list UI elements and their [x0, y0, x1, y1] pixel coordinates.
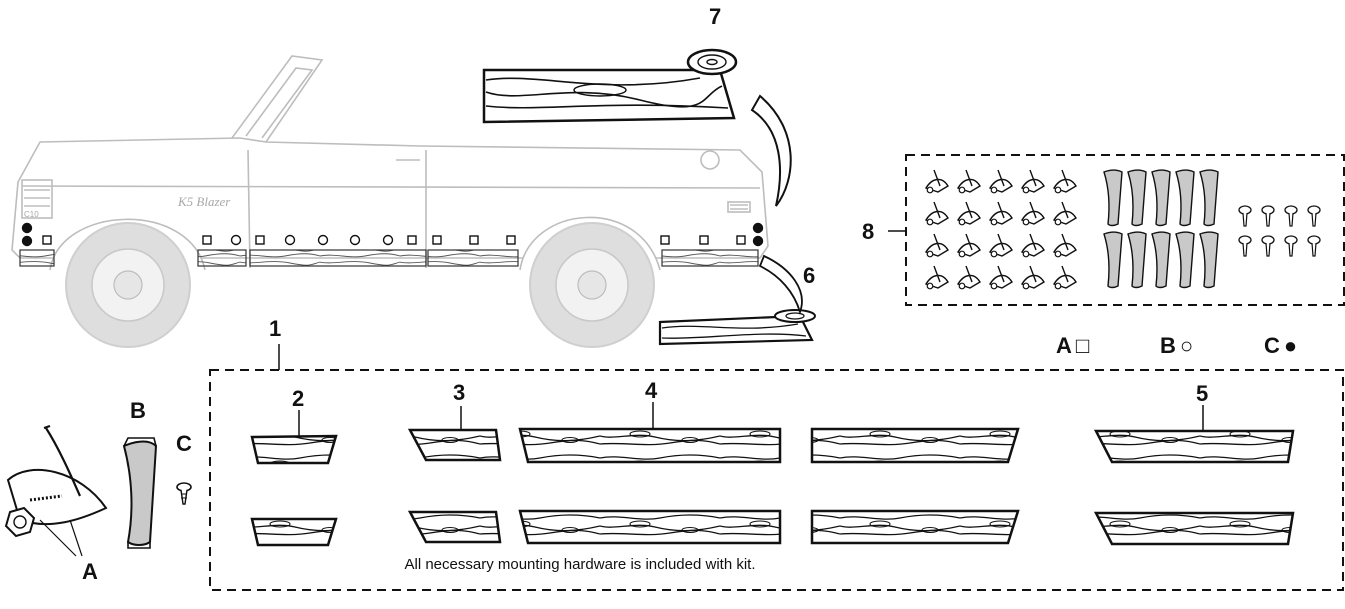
blazer-emblem: K5 Blazer	[177, 194, 231, 209]
retainer-clip-icon	[1127, 169, 1147, 227]
roll-6-tail	[758, 254, 803, 315]
legend-b: B○	[1160, 335, 1193, 357]
roll-7-tail	[750, 94, 792, 207]
retainer-clip-icon	[1151, 169, 1171, 227]
screw-icon	[1307, 205, 1321, 227]
callout-6: 6	[803, 263, 816, 288]
retainer-clip-icon	[1103, 231, 1123, 289]
screw-icon	[1307, 235, 1321, 257]
wood-roll-7	[482, 48, 738, 124]
hardware-detail-b	[122, 437, 158, 549]
legend-c: C●	[1264, 335, 1297, 357]
wire-clip-icon	[956, 169, 981, 194]
mounting-hole-markers	[21, 222, 764, 247]
retainer-clip-icon	[1175, 231, 1195, 289]
wire-clip-icon	[1020, 265, 1045, 290]
legend-a-label: A	[1056, 333, 1072, 358]
screw-icon	[1284, 205, 1298, 227]
legend-a: A□	[1056, 335, 1089, 357]
wire-clip-icon	[924, 169, 949, 194]
trim-piece-5-lower	[1093, 511, 1295, 546]
wire-clip-icon	[988, 233, 1013, 258]
trim-piece-2-lower	[250, 517, 338, 547]
circle-filled-icon: ●	[1283, 333, 1298, 358]
kit-note: All necessary mounting hardware is inclu…	[404, 556, 756, 573]
wire-clip-icon	[924, 201, 949, 226]
callout-2: 2	[292, 386, 305, 411]
rear-wheel	[529, 222, 655, 348]
screw-icon	[1238, 235, 1252, 257]
wire-clip-icon	[1052, 201, 1077, 226]
wire-clip-icon	[988, 169, 1013, 194]
callout-1: 1	[269, 316, 282, 341]
trim-piece-5-upper	[1093, 429, 1295, 464]
wire-clip-icon	[956, 201, 981, 226]
front-badge: C10	[24, 210, 39, 219]
trim-piece-3-upper	[407, 428, 502, 462]
wire-clip-icon	[1020, 169, 1045, 194]
clip-group	[924, 169, 1077, 290]
trim-piece-4-upper-left	[518, 427, 782, 464]
wood-roll-6	[658, 309, 816, 346]
screw-icon	[1238, 205, 1252, 227]
screw-group	[1238, 205, 1321, 257]
screw-icon	[1261, 235, 1275, 257]
circle-outline-icon: ○	[1179, 333, 1194, 358]
wire-clip-icon	[1052, 265, 1077, 290]
retainer-clip-icon	[1151, 231, 1171, 289]
hardware-kit-box-8	[905, 154, 1345, 306]
trim-kit-box-1	[209, 369, 1344, 591]
callout-b: B	[130, 398, 146, 423]
wire-clip-icon	[924, 233, 949, 258]
callout-4: 4	[645, 378, 658, 403]
wire-clip-icon	[988, 265, 1013, 290]
callout-3: 3	[453, 380, 466, 405]
hardware-detail-a	[4, 424, 108, 557]
legend-c-label: C	[1264, 333, 1280, 358]
retainer-clip-icon	[1103, 169, 1123, 227]
wire-clip-icon	[1020, 201, 1045, 226]
wire-clip-icon	[956, 265, 981, 290]
callout-7: 7	[709, 4, 722, 29]
wire-clip-icon	[956, 233, 981, 258]
hardware-detail-c	[176, 482, 192, 505]
callout-c: C	[176, 431, 192, 456]
wire-clip-icon	[988, 201, 1013, 226]
callout-a: A	[82, 559, 98, 584]
screw-icon	[1261, 205, 1275, 227]
front-wheel	[65, 222, 191, 348]
retainer-clip-icon	[1199, 169, 1219, 227]
trim-piece-4-lower-right	[810, 509, 1020, 545]
truck-wood-trim	[19, 249, 759, 267]
wire-clip-icon	[924, 265, 949, 290]
trim-piece-4-lower-left	[518, 509, 782, 545]
trim-piece-3-lower	[407, 510, 502, 544]
retainer-clip-icon	[1199, 231, 1219, 289]
legend-b-label: B	[1160, 333, 1176, 358]
trim-piece-4-upper-right	[810, 427, 1020, 464]
callout-5: 5	[1196, 381, 1209, 406]
screw-icon	[1284, 235, 1298, 257]
wire-clip-icon	[1020, 233, 1045, 258]
trim-piece-2-upper	[250, 434, 338, 465]
square-icon: □	[1075, 333, 1090, 358]
retainer-clip-icon	[1175, 169, 1195, 227]
retainer-group	[1103, 169, 1219, 289]
wire-clip-icon	[1052, 169, 1077, 194]
retainer-clip-icon	[1127, 231, 1147, 289]
wire-clip-icon	[1052, 233, 1077, 258]
callout-8: 8	[862, 219, 875, 244]
